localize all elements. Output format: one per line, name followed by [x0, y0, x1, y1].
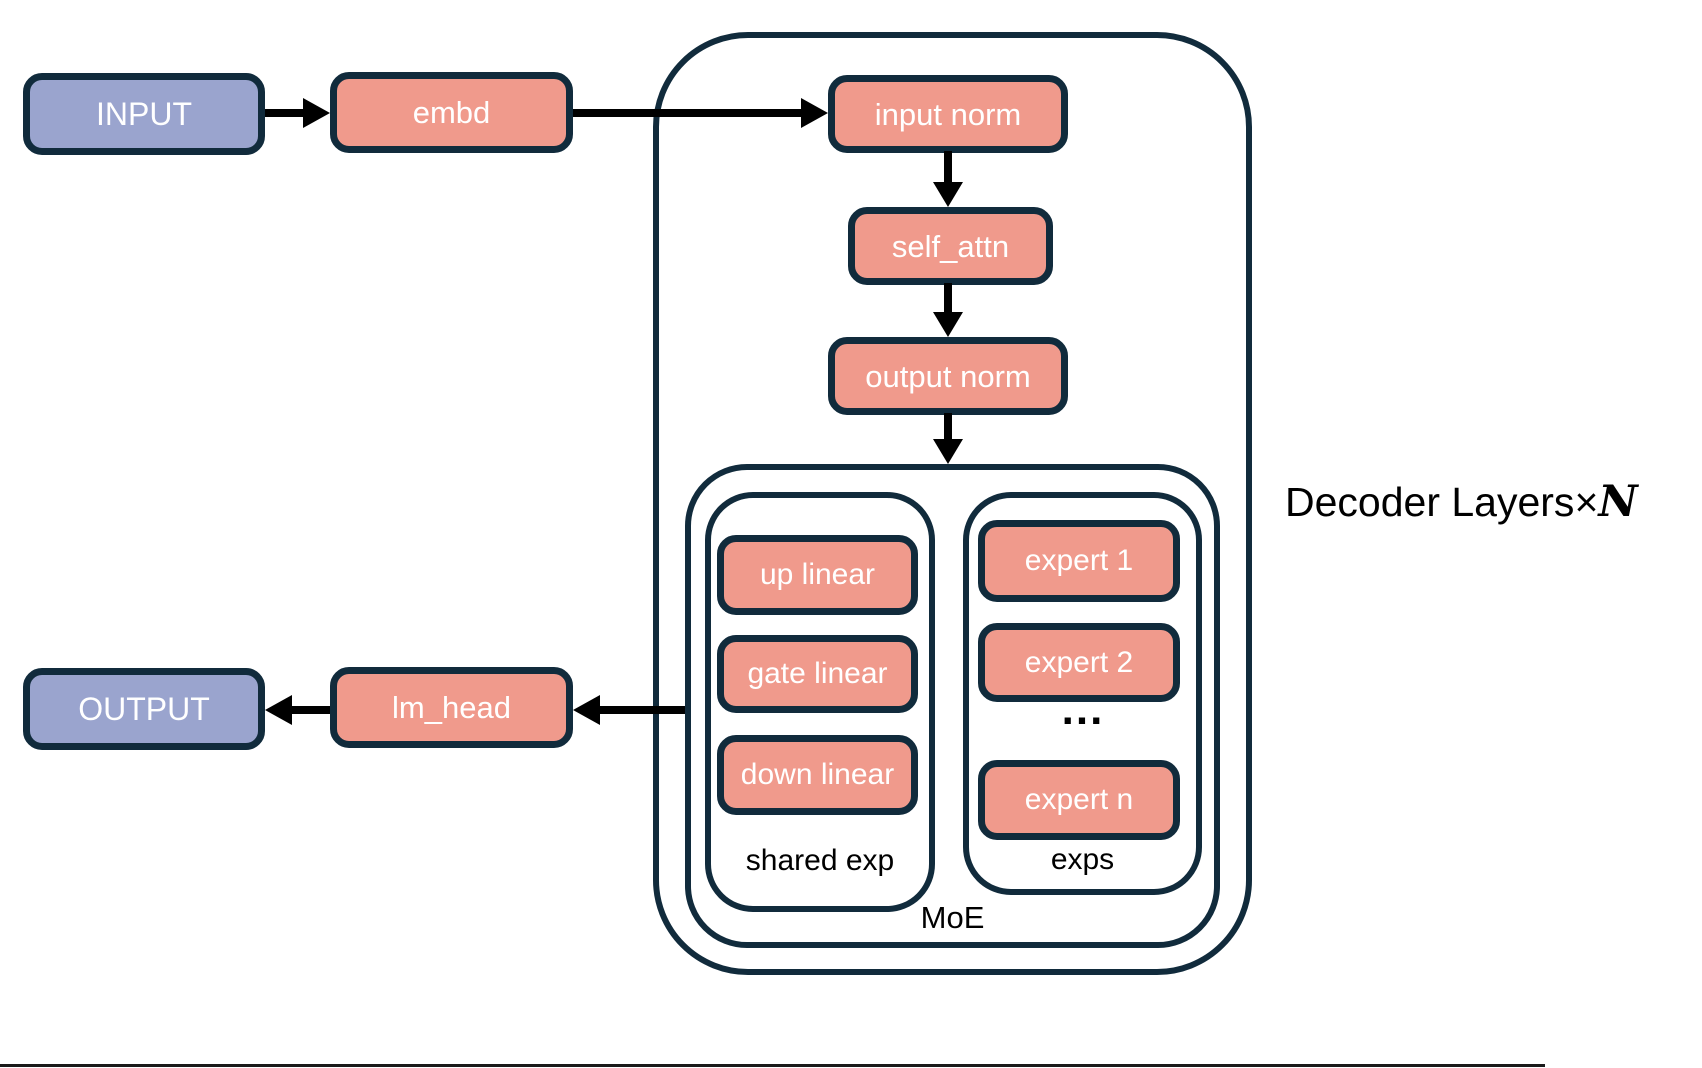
exps-label: exps [1050, 843, 1115, 876]
expert-1-block: expert 1 [978, 520, 1180, 602]
arrow-shaft [598, 706, 685, 714]
arrowhead-left-icon [573, 695, 600, 725]
arrowhead-right-icon [801, 98, 828, 128]
input-block: INPUT [23, 73, 265, 155]
arrowhead-left-icon [265, 695, 292, 725]
decoder-layers-label-text: Decoder Layers [1285, 479, 1575, 525]
arrow-shaft [944, 283, 952, 315]
decoder-layers-label: Decoder Layers×N [1285, 477, 1638, 527]
arrowhead-down-icon [933, 439, 963, 464]
arrow-shaft [573, 109, 805, 117]
arrow-shaft [944, 413, 952, 441]
moe-label: MoE [920, 900, 985, 935]
arrowhead-down-icon [933, 312, 963, 337]
gate-linear-block: gate linear [717, 635, 918, 713]
arrow-shaft [291, 706, 330, 714]
moe-container: MoE [685, 464, 1220, 948]
expert-2-block: expert 2 [978, 623, 1180, 702]
output-norm-block: output norm [828, 337, 1068, 415]
input-norm-block: input norm [828, 75, 1068, 153]
exps-container: exps [963, 492, 1202, 895]
arrow-shaft [265, 109, 307, 117]
embd-block: embd [330, 72, 573, 153]
expert-n-block: expert n [978, 760, 1180, 840]
arrowhead-right-icon [303, 98, 330, 128]
down-linear-block: down linear [717, 735, 918, 815]
multiply-sign: × [1574, 479, 1599, 525]
layer-count-symbol: N [1598, 477, 1638, 527]
arrow-shaft [944, 151, 952, 185]
experts-ellipsis: ... [1061, 685, 1105, 734]
bottom-edge-line [0, 1064, 1545, 1067]
shared-exp-label: shared exp [745, 844, 895, 877]
self-attn-block: self_attn [848, 207, 1053, 285]
arrowhead-down-icon [933, 182, 963, 207]
up-linear-block: up linear [717, 535, 918, 615]
decoder-layers-container [653, 32, 1252, 975]
lm-head-block: lm_head [330, 667, 573, 748]
shared-exp-container: shared exp [705, 492, 935, 912]
output-block: OUTPUT [23, 668, 265, 750]
